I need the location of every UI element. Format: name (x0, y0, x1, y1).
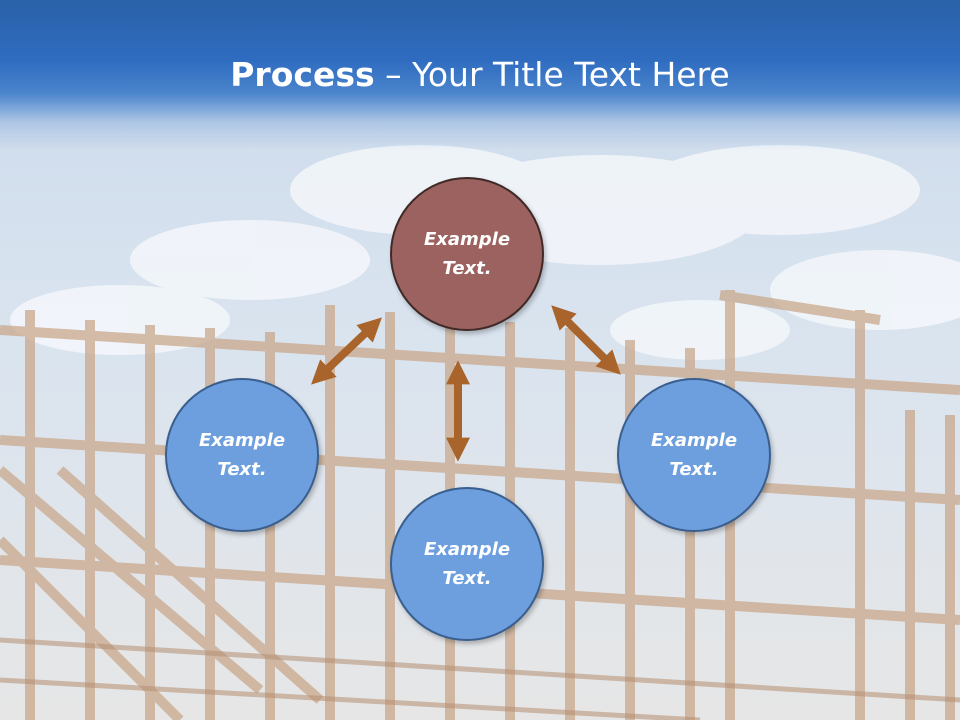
node-bottom-label: Example Text. (423, 539, 511, 589)
slide-title: Process – Your Title Text Here (0, 50, 960, 100)
node-top-label: Example Text. (423, 229, 511, 279)
title-bar (0, 0, 960, 150)
node-left-label: Example Text. (198, 430, 286, 480)
arrow-top-right (551, 305, 621, 375)
node-right-label: Example Text. (650, 430, 738, 480)
node-bottom: Example Text. (390, 487, 544, 641)
node-top: Example Text. (390, 177, 544, 331)
title-rest: – Your Title Text Here (374, 55, 730, 94)
node-right: Example Text. (617, 378, 771, 532)
title-bold: Process (230, 55, 375, 94)
node-left: Example Text. (165, 378, 319, 532)
arrow-top-left (311, 317, 382, 385)
